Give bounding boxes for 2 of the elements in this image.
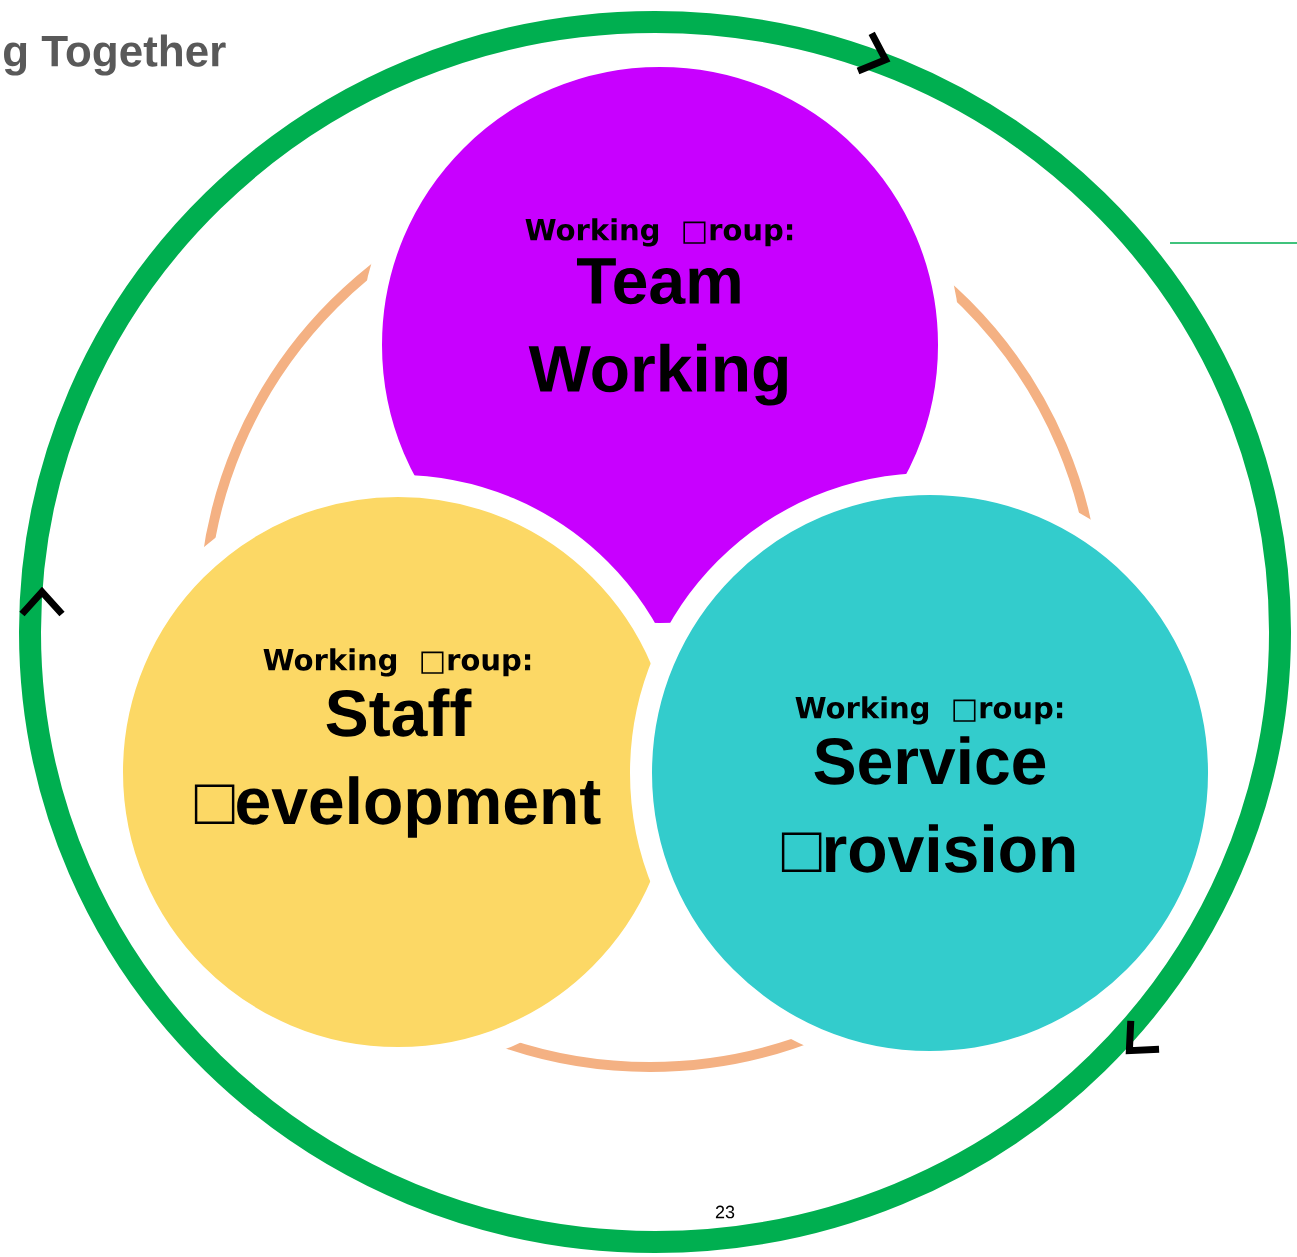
page-number: 23 (715, 1205, 735, 1219)
title: g Together (4, 34, 226, 76)
